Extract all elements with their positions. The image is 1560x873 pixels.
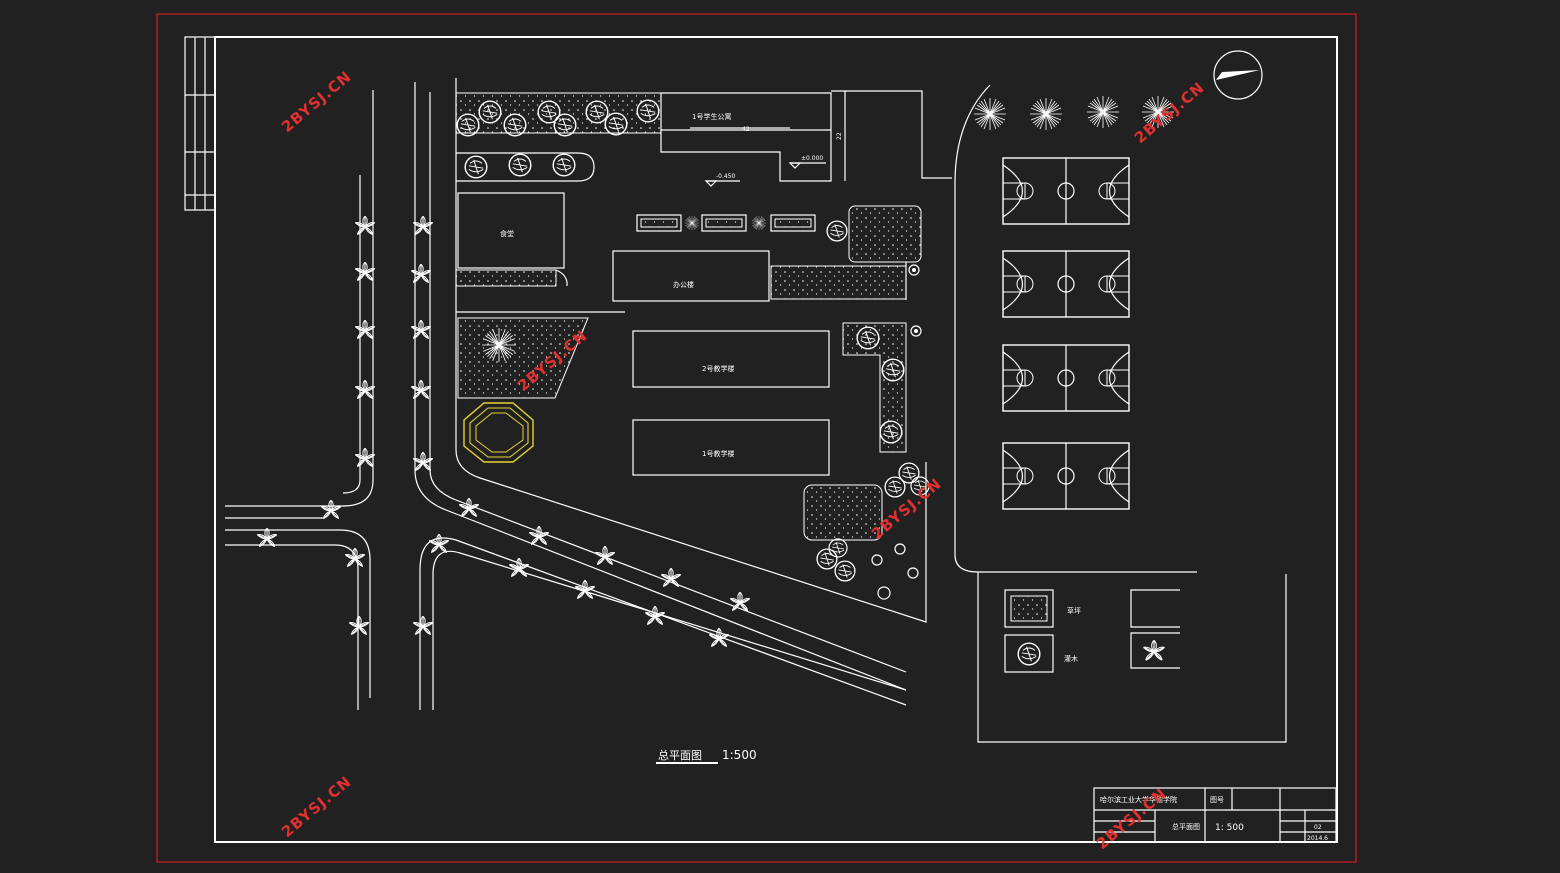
building-label-admin: 办公楼 xyxy=(673,280,694,289)
building-teaching-2: 2号教学楼 xyxy=(632,330,830,388)
title-block-drawing-name: 总平面图 xyxy=(1172,822,1200,831)
title-block-date: 2014.6 xyxy=(1307,835,1328,842)
l-shaped-green xyxy=(803,322,930,600)
building-dormitory: 1号学生公寓 42 22 xyxy=(660,90,952,182)
sports-area xyxy=(954,84,1287,743)
title-block: 哈尔滨工业大学华德学院 图号 总平面图 1: 500 02 2014.6 xyxy=(1093,787,1337,843)
basketball-court-icon xyxy=(1002,157,1130,510)
road-network xyxy=(225,78,927,710)
sheet-outer-frame xyxy=(156,13,1357,863)
building-label-teaching-1: 1号教学楼 xyxy=(702,449,734,458)
legend: 草坪 灌木 xyxy=(1004,589,1180,673)
building-label-teaching-2: 2号教学楼 xyxy=(702,364,734,373)
plan-scale-text: 1:500 xyxy=(722,748,757,762)
north-arrow-icon xyxy=(1213,50,1263,100)
building-label-canteen: 食堂 xyxy=(500,229,514,238)
legend-lawn: 草坪 xyxy=(1067,606,1081,615)
planter-row xyxy=(636,214,848,242)
legend-shrub: 灌木 xyxy=(1064,654,1078,663)
building-canteen: 食堂 xyxy=(456,192,568,287)
building-admin: 办公楼 xyxy=(456,205,922,313)
drawing-border xyxy=(214,36,1338,843)
dimension-width: 42 xyxy=(742,126,750,133)
elevation-outdoor: -0.450 xyxy=(716,173,736,180)
plan-title-text: 总平面图 xyxy=(658,748,702,762)
building-label-dormitory: 1号学生公寓 xyxy=(692,112,731,121)
title-block-school: 哈尔滨工业大学华德学院 xyxy=(1100,795,1177,804)
title-block-scale: 1: 500 xyxy=(1215,823,1244,833)
green-strip-top xyxy=(455,92,662,182)
elevation-marks: -0.450 ±0.000 xyxy=(704,155,826,187)
watermark: 2BYSJ.CN xyxy=(1131,78,1208,147)
lawn-wedge xyxy=(457,317,589,399)
building-teaching-1: 1号教学楼 xyxy=(632,419,830,476)
title-block-sheet-no: 02 xyxy=(1314,824,1322,831)
elevation-indoor: ±0.000 xyxy=(801,155,823,162)
binding-strip xyxy=(184,36,216,211)
plan-title: 总平面图 1:500 xyxy=(656,748,757,764)
dimension-depth: 22 xyxy=(836,132,843,140)
watermark: 2BYSJ.CN xyxy=(278,772,355,841)
octagon-pavilion[interactable] xyxy=(463,402,534,463)
title-block-sheet-label: 图号 xyxy=(1210,796,1224,804)
watermark: 2BYSJ.CN xyxy=(278,67,355,136)
